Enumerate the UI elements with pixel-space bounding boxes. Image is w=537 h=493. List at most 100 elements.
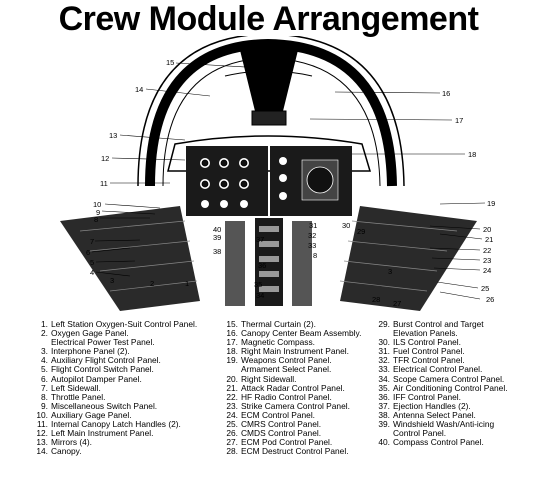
instrument-panels (60, 135, 477, 311)
callout-13: 13 (109, 131, 117, 140)
legend-item: 1.Left Station Oxygen-Suit Control Panel… (34, 319, 224, 329)
callout-32: 32 (308, 231, 316, 240)
legend-item: 27.ECM Pod Control Panel. (224, 438, 376, 447)
legend-text: Left Station Oxygen-Suit Control Panel. (51, 319, 198, 329)
legend-item: 4.Auxiliary Flight Control Panel. (34, 356, 224, 365)
legend-item: 32.TFR Control Panel. (376, 356, 536, 365)
callout-36: 36 (258, 261, 266, 270)
legend-number: 34. (378, 373, 390, 384)
legend-number: 19. (226, 355, 238, 366)
legend-text: Oxygen Gage Panel. (51, 328, 129, 339)
legend-number: 21. (226, 382, 238, 393)
callout-28: 28 (372, 295, 380, 304)
legend-number: 27. (226, 437, 238, 448)
callout-25: 25 (481, 284, 489, 293)
callout-12: 12 (101, 154, 109, 163)
legend-column-1: 1.Left Station Oxygen-Suit Control Panel… (34, 319, 224, 456)
callout-37: 37 (256, 235, 264, 244)
legend-text: Left Sidewall. (51, 382, 101, 393)
legend-item: 36.IFF Control Panel. (376, 392, 536, 402)
legend-number: 12. (36, 428, 48, 439)
legend-number: 4. (41, 355, 48, 366)
legend-number: 7. (41, 382, 48, 393)
legend-text: Autopilot Damper Panel. (51, 373, 142, 384)
callout-15: 15 (166, 58, 174, 67)
callout-3-right: 3 (388, 267, 392, 276)
legend-text-continued: Control Panel. (393, 428, 447, 439)
callout-35: 35 (254, 280, 262, 289)
legend-item: 7.Left Sidewall. (34, 382, 224, 393)
callout-17: 17 (455, 116, 463, 125)
legend-number: 24. (226, 409, 238, 420)
legend-number: 8. (41, 391, 48, 402)
legend-number: 9. (41, 400, 48, 411)
legend-text: Attack Radar Control Panel. (241, 382, 345, 393)
legend-text: Miscellaneous Switch Panel. (51, 400, 158, 411)
callout-14: 14 (135, 85, 143, 94)
legend-number: 16. (226, 328, 238, 339)
legend-item: 19.Weapons Control Panel. (224, 356, 376, 365)
legend-text: Throttle Panel. (51, 391, 106, 402)
legend-number: 20. (226, 373, 238, 384)
callout-18: 18 (468, 150, 476, 159)
legend-number: 22. (226, 391, 238, 402)
legend-item: 6.Autopilot Damper Panel. (34, 373, 224, 384)
legend-item: 8.Throttle Panel. (34, 391, 224, 402)
legend-item: 5.Flight Control Switch Panel. (34, 365, 224, 374)
callout-7: 7 (90, 237, 94, 246)
legend-text: ECM Control Panel. (241, 409, 316, 420)
page-title: Crew Module Arrangement (58, 0, 479, 38)
legend-text: Flight Control Switch Panel. (51, 364, 154, 375)
callout-5: 5 (90, 258, 94, 267)
legend-number: 18. (226, 346, 238, 357)
legend-item: 14.Canopy. (34, 447, 224, 456)
callout-38: 38 (213, 247, 221, 256)
legend-text: ECM Destruct Control Panel. (241, 446, 349, 457)
legend-number: 28. (226, 446, 238, 457)
legend-item: 37.Ejection Handles (2). (376, 400, 536, 411)
callout-40: 40 (213, 225, 221, 234)
legend-number: 25. (226, 419, 238, 430)
callout-11: 11 (100, 179, 108, 188)
callout-9: 9 (96, 208, 100, 217)
legend-text: Right Sidewall. (241, 373, 297, 384)
legend-item: 13.Mirrors (4). (34, 438, 224, 447)
legend-number: 32. (378, 355, 390, 366)
callout-16: 16 (442, 89, 450, 98)
legend-number: 37. (378, 400, 390, 411)
legend-text: CMDS Control Panel. (241, 428, 322, 439)
legend-item: 26.CMDS Control Panel. (224, 429, 376, 438)
callout-21: 21 (485, 235, 493, 244)
legend-item: 38.Antenna Select Panel. (376, 410, 536, 420)
legend-item: 2.Oxygen Gage Panel. (34, 328, 224, 339)
legend-number: 40. (378, 437, 390, 448)
legend-number: 10. (36, 409, 48, 420)
legend-text: Auxiliary Gage Panel. (51, 409, 132, 420)
legend-text: ILS Control Panel. (393, 337, 461, 348)
legend-number: 17. (226, 337, 238, 348)
legend-number: 33. (378, 364, 390, 375)
legend-item: 21.Attack Radar Control Panel. (224, 382, 376, 393)
legend-text: Mirrors (4). (51, 437, 92, 448)
legend-item: 18.Right Main Instrument Panel. (224, 347, 376, 356)
legend-text: HF Radio Control Panel. (241, 391, 332, 402)
canopy-drawing (137, 36, 405, 187)
legend-text: Electrical Control Panel. (393, 364, 483, 375)
legend-item: 22.HF Radio Control Panel. (224, 391, 376, 402)
callout-19: 19 (487, 199, 495, 208)
legend-text: Magnetic Compass. (241, 337, 316, 348)
legend-item: 9.Miscellaneous Switch Panel. (34, 400, 224, 411)
legend-text: ECM Pod Control Panel. (241, 437, 333, 448)
legend-item: 23.Strike Camera Control Panel. (224, 401, 376, 411)
legend-item: 30.ILS Control Panel. (376, 338, 536, 347)
legend-item: 12.Left Main Instrument Panel. (34, 429, 224, 438)
callout-31: 31 (309, 221, 317, 230)
legend-text: CMRS Control Panel. (241, 419, 322, 430)
legend-text: Fuel Control Panel. (393, 346, 465, 357)
callout-4: 4 (90, 268, 94, 277)
callout-2: 2 (150, 279, 154, 288)
legend-text: Thermal Curtain (2). (241, 319, 316, 329)
legend-number: 2. (41, 328, 48, 339)
legend-item: 34.Scope Camera Control Panel. (376, 373, 536, 384)
legend-text: Ejection Handles (2). (393, 400, 471, 411)
